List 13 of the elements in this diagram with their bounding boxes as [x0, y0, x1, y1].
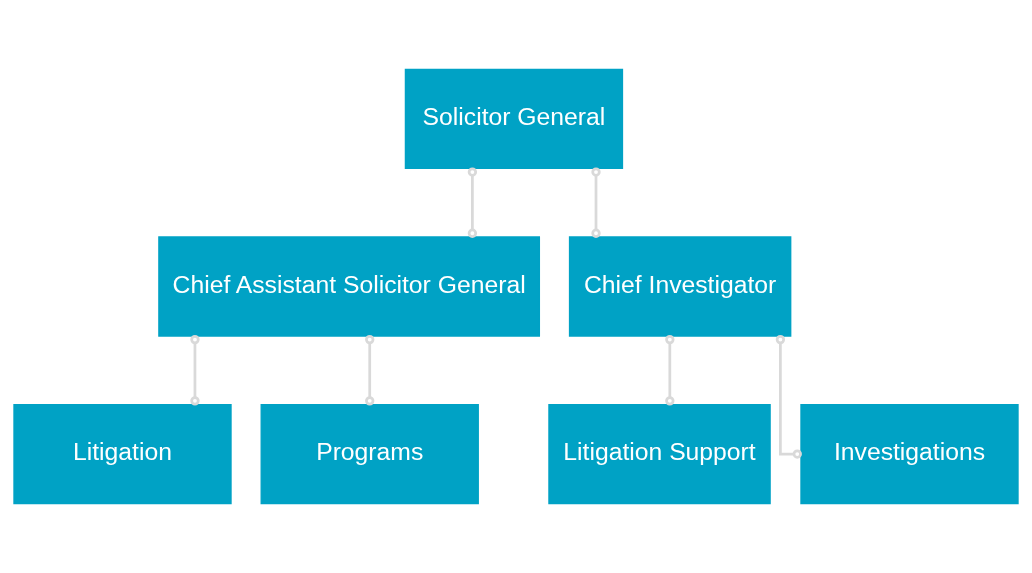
connector [365, 334, 375, 406]
node-box: Litigation Support [548, 403, 771, 505]
node-box: Chief Assistant Solicitor General [158, 236, 541, 337]
connector [775, 334, 802, 459]
node-box: Litigation [13, 403, 232, 505]
node-box: Chief Investigator [568, 236, 792, 337]
node-box: Investigations [800, 403, 1019, 505]
node-box: Solicitor General [404, 68, 624, 170]
connector [591, 167, 601, 238]
node-box: Programs [260, 403, 479, 505]
connector [467, 167, 478, 238]
connector [190, 334, 200, 406]
connector [665, 334, 675, 406]
